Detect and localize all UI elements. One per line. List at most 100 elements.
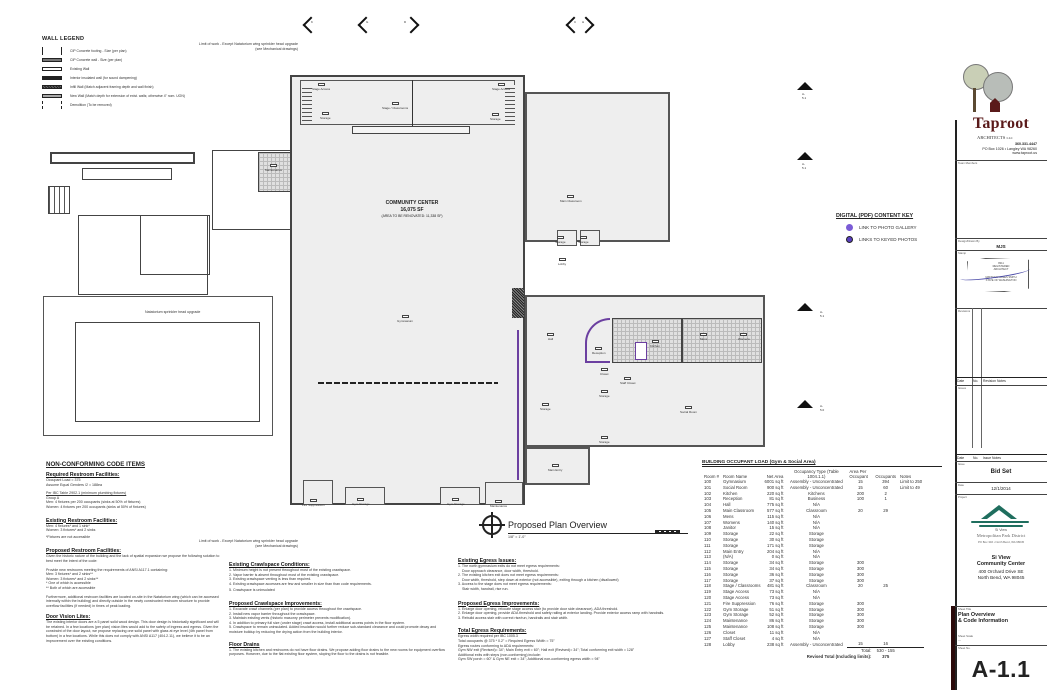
text-para: Furthermore, additional restroom facilit…: [46, 594, 219, 608]
proposed-crawlspace-heading: Proposed Crawlspace Improvements:: [229, 600, 322, 607]
plan-scale: 1/8" = 1'-0": [508, 535, 526, 539]
footing-swatch-icon: [42, 46, 62, 55]
new-wall-swatch-icon: [42, 93, 62, 98]
room-label-lobby: Lobby: [558, 258, 566, 266]
text-line: Door approach clearance, door width, thr…: [462, 568, 539, 573]
room-number-cell: 108: [704, 525, 712, 531]
net-area-cell: 37 sq ft: [769, 577, 784, 583]
room-name-cell: Main Classroom: [723, 507, 755, 513]
text-para: 1. The existing kitchen and restrooms do…: [229, 647, 446, 657]
text-line: 1. Enlarge door opening, relocate stage …: [458, 606, 619, 611]
community-center-label: COMMUNITY CENTER 16,075 SF (AREA TO BE R…: [381, 200, 443, 218]
room-label-storage-e: Storage: [599, 436, 610, 444]
area-per-occupant-cell: 15: [858, 484, 863, 490]
floor-drains-heading: Floor Drains: [229, 641, 260, 648]
egress-column: Existing Egress Issues: 1. The north gym…: [458, 558, 678, 662]
legend-item-footing: CIP Concrete footing - Size (per plan): [42, 46, 242, 55]
total-label: Total:: [847, 647, 874, 654]
stage-apron: [352, 126, 470, 134]
net-area-cell: 15 sq ft: [769, 525, 784, 531]
occupancy-type-cell: N/A: [812, 519, 820, 525]
net-area-cell: 481 sq ft: [766, 583, 784, 589]
room-label-storage-d: Storage: [599, 390, 610, 398]
room-name-cell: Storage: [723, 560, 739, 566]
occupancy-type-cell: N/A: [812, 554, 820, 560]
stamp-label: Stamp: [958, 251, 967, 255]
room-number-cell: 115: [704, 565, 711, 571]
net-area-cell: 51 sq ft: [769, 606, 784, 612]
room-name-cell: Mens: [723, 513, 734, 519]
room-number-cell: 104: [704, 502, 712, 508]
occupancy-type-cell: Classroom: [806, 583, 827, 589]
room-number-cell: 109: [704, 531, 712, 537]
text-line: 3. Maintain existing vents (historic mas…: [229, 616, 352, 621]
room-name-cell: Gym Storage: [723, 606, 749, 612]
occupancy-type-cell: N/A: [812, 502, 820, 508]
room-name-cell: Closet: [723, 629, 736, 635]
net-area-cell: 577 sq ft: [766, 507, 784, 513]
room-number-cell: 121: [704, 600, 712, 606]
col-header: Room Name: [723, 474, 748, 479]
sheet-no-label: Sheet No.: [958, 646, 971, 650]
occupant-load-table: Room # Room Name Net Area Occupancy Type…: [702, 469, 925, 660]
occupancy-type-cell: N/A: [812, 548, 820, 554]
room-name-cell: Storage: [723, 536, 739, 542]
net-area-cell: 11 sq ft: [769, 629, 784, 635]
stage-stairs-left: [302, 85, 312, 125]
room-name-cell: Stage Access: [723, 589, 750, 595]
occupancy-type-cell: Storage: [808, 612, 824, 618]
room-label-stage-access-right: Stage Access: [492, 83, 510, 91]
text-line: 1. The north gymnasium exits do not meet…: [458, 564, 560, 568]
issue-name-label: Issue: [958, 462, 965, 466]
room-name-cell: Hall: [723, 502, 731, 508]
door-vision-heading: Door Vision Lites:: [46, 614, 91, 621]
legend-item-demo: Demolition (To be removed): [42, 100, 242, 109]
occupants-cell: 60: [883, 484, 889, 490]
net-area-cell: 140 sq ft: [766, 519, 784, 525]
existing-restroom-heading: Existing Restroom Facilities:: [46, 517, 118, 524]
room-number-cell: 112: [704, 548, 711, 554]
room-number-cell: 105: [704, 507, 712, 513]
col-header: Area Per Occupant: [849, 469, 868, 479]
text-line: Door width, threshold, step down at exte…: [462, 577, 619, 582]
room-name-cell: Staff Closet: [723, 635, 746, 641]
title-block: Taproot ARCHITECTS LLC 360.331.4447 PO B…: [951, 0, 1047, 698]
occupancy-type-cell: N/A: [812, 594, 820, 600]
legend-item-concrete: CIP Concrete wall - Size (per plan): [42, 55, 242, 64]
client-address: PO Box 346 • North Bend, WA 98045: [977, 540, 1025, 544]
project-name: Si View Community Center: [976, 555, 1026, 568]
col-header: Notes: [899, 474, 912, 479]
keyed-photos-link-icon[interactable]: [846, 236, 853, 243]
elevation-marker-f-icon: [797, 400, 813, 408]
text-line: Additional exits with steps (non-conform…: [458, 652, 541, 657]
gym-bleacher-line: [318, 382, 498, 384]
text-line: Women: 3 fixtures* and 2 sinks**: [46, 576, 99, 581]
client-org: Metropolitan Park District: [976, 533, 1026, 538]
room-name-cell: Gymnasium: [723, 479, 746, 484]
text-para: Given the historic nature of the buildin…: [46, 554, 220, 563]
net-area-cell: 73 sq ft: [769, 594, 784, 600]
room-name-cell: Storage: [723, 531, 739, 537]
photo-gallery-link-icon[interactable]: [846, 224, 853, 231]
room-label-storage-a: Storage: [555, 236, 566, 244]
client-name: Si View: [995, 528, 1007, 532]
net-area-cell: 36 sq ft: [769, 571, 784, 577]
occupancy-type-cell: N/A: [812, 635, 820, 641]
area-per-occupant-cell: 300: [856, 560, 864, 566]
room-number-cell: 118: [704, 583, 711, 589]
text-line: Egress routes conforming to ADA requirem…: [458, 643, 534, 648]
room-label-gym-storage-1: Gym Storage: [352, 498, 370, 506]
text-line: Women: 4 fixtures per 200 occupants (sin…: [46, 504, 146, 509]
firm-sub: ARCHITECTS LLC: [977, 135, 1013, 140]
project-address: 400 Orchard Drive SE North Bend, WA 9804…: [977, 569, 1025, 580]
text-line: Provide new restrooms meeting the requir…: [46, 567, 168, 572]
room-number-cell: 106: [704, 513, 712, 519]
occupancy-type-cell: N/A: [812, 525, 820, 531]
sheet-number: A-1.1: [971, 656, 1031, 682]
text-line: Men: 4 fixtures* and 1 sink*: [46, 523, 90, 528]
area-per-occupant-cell: 300: [856, 618, 864, 624]
occupants-cell: 16: [883, 641, 889, 647]
